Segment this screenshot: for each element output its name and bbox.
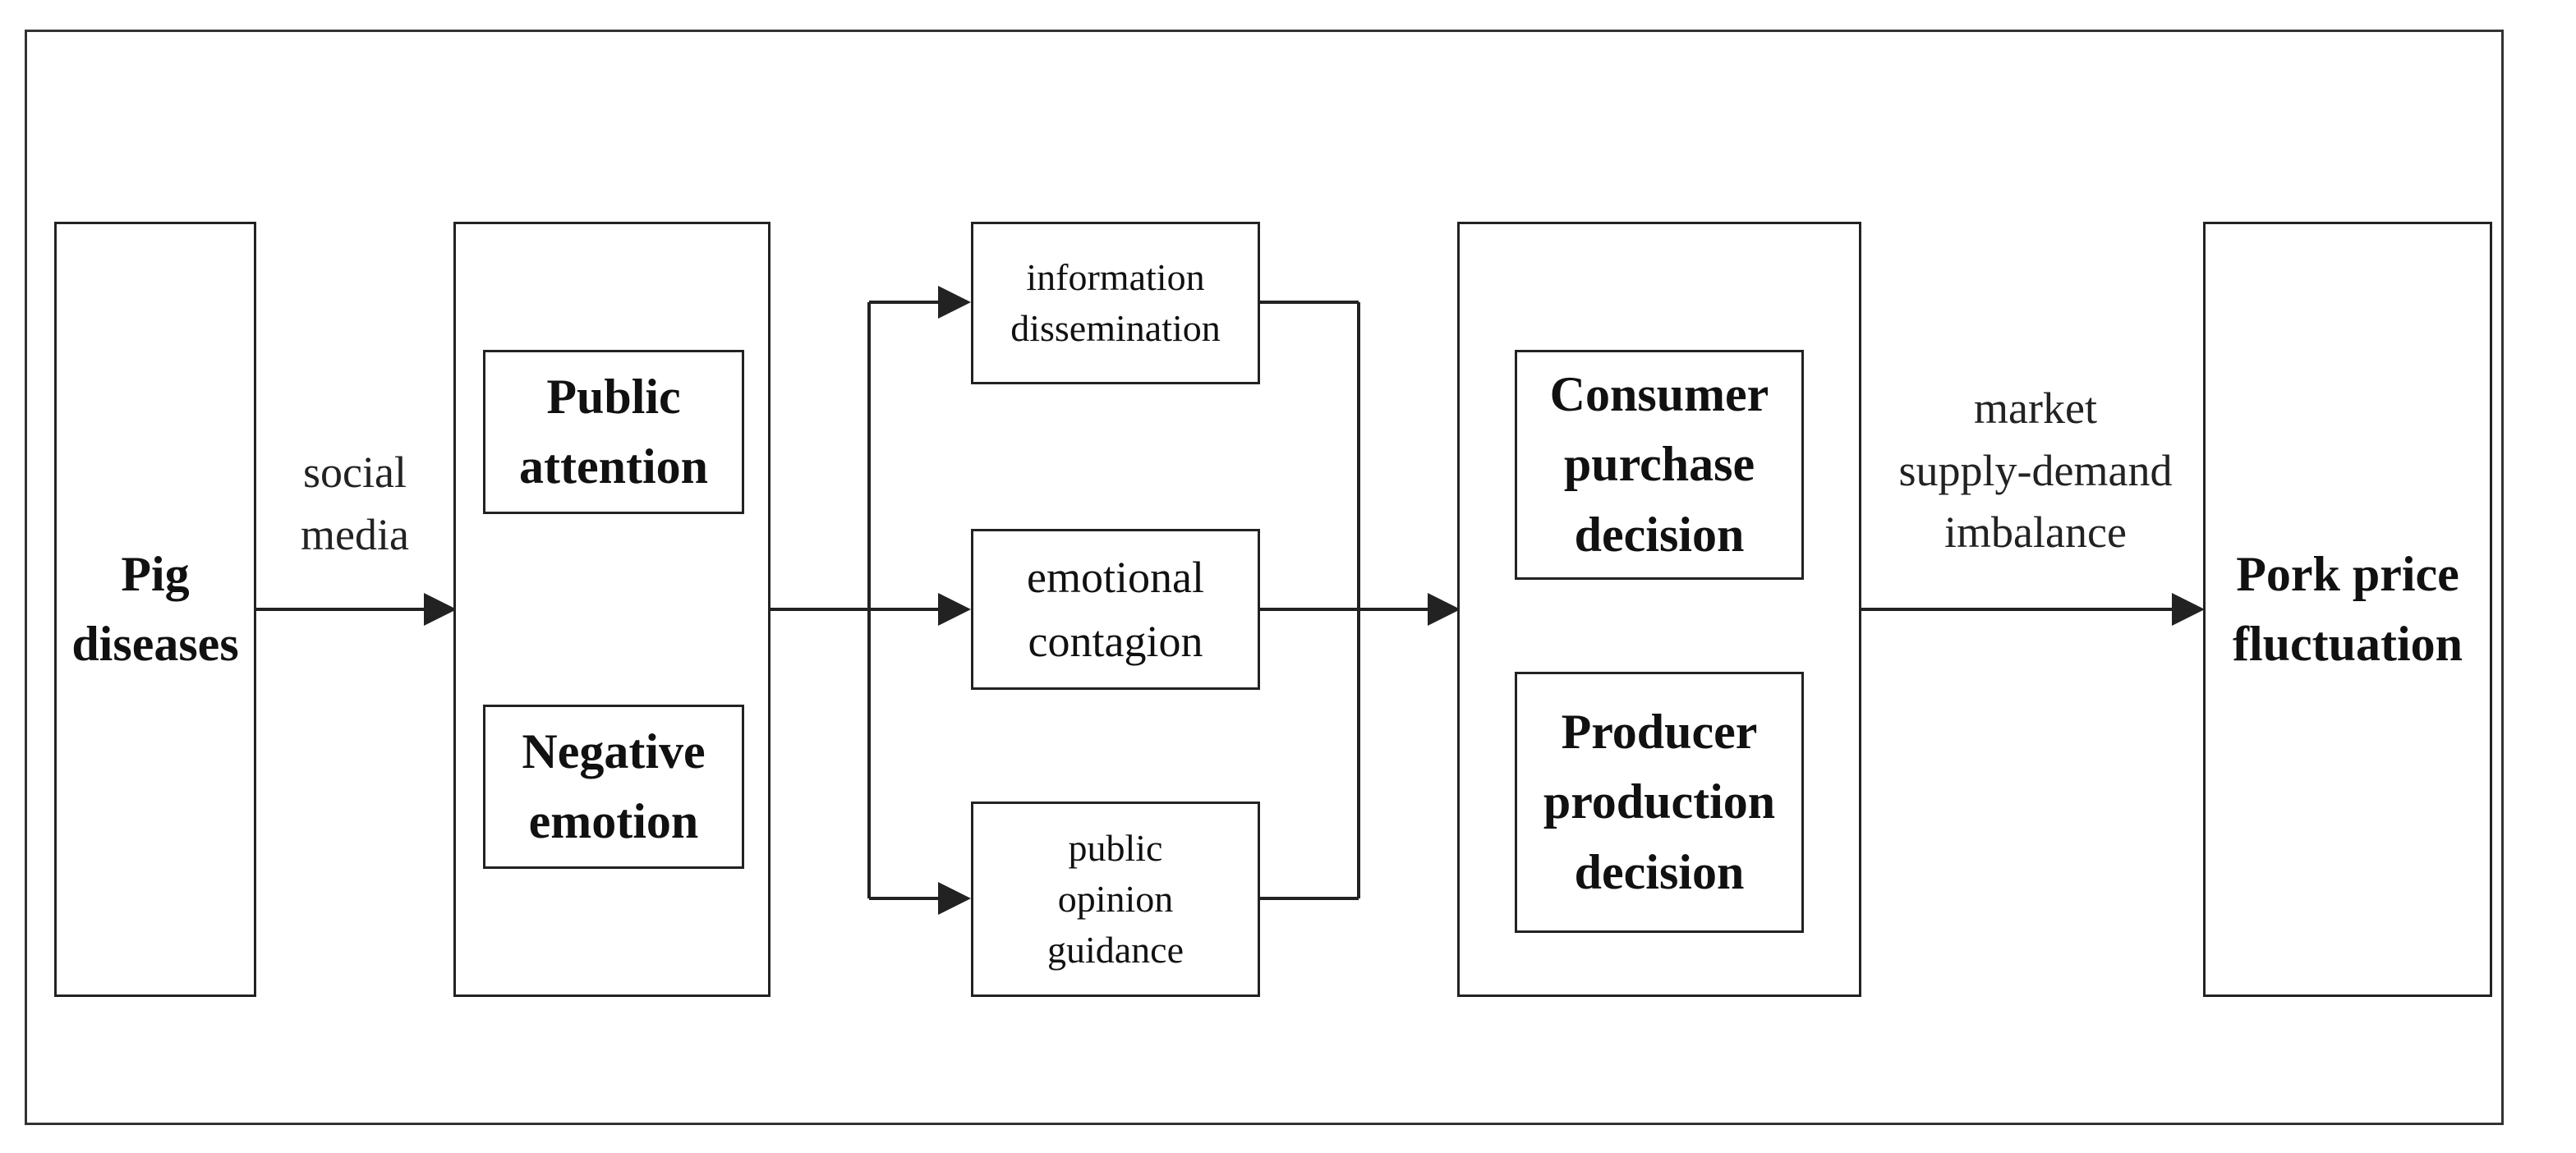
edge-label-social-media: social media bbox=[301, 448, 409, 559]
node-public-opinion-guidance: public opinion guidance bbox=[971, 802, 1260, 997]
node-pork-price-fluctuation-label: Pork price fluctuation bbox=[2232, 546, 2463, 671]
node-pork-price-fluctuation: Pork price fluctuation bbox=[2203, 222, 2492, 997]
node-public-opinion-guidance-label: public opinion guidance bbox=[1046, 826, 1184, 972]
node-public-attention: Public attention bbox=[483, 350, 744, 514]
node-pig-diseases: Pig diseases bbox=[54, 222, 256, 997]
node-emotional-contagion-label: emotional contagion bbox=[1027, 552, 1204, 666]
group-public-response bbox=[453, 222, 770, 997]
node-information-dissemination-label: information dissemination bbox=[1010, 255, 1221, 349]
diagram-frame bbox=[25, 30, 2504, 1125]
node-negative-emotion: Negative emotion bbox=[483, 705, 744, 869]
node-consumer-purchase-decision: Consumer purchase decision bbox=[1515, 350, 1804, 580]
node-public-attention-label: Public attention bbox=[519, 369, 708, 494]
node-information-dissemination: information dissemination bbox=[971, 222, 1260, 384]
node-emotional-contagion: emotional contagion bbox=[971, 529, 1260, 690]
node-producer-production-decision-label: Producer production decision bbox=[1543, 705, 1776, 899]
node-pig-diseases-label: Pig diseases bbox=[71, 546, 239, 671]
edge-label-market-imbalance: market supply-demand imbalance bbox=[1898, 384, 2173, 558]
node-negative-emotion-label: Negative emotion bbox=[522, 723, 706, 848]
node-producer-production-decision: Producer production decision bbox=[1515, 672, 1804, 933]
node-consumer-purchase-decision-label: Consumer purchase decision bbox=[1549, 367, 1769, 562]
